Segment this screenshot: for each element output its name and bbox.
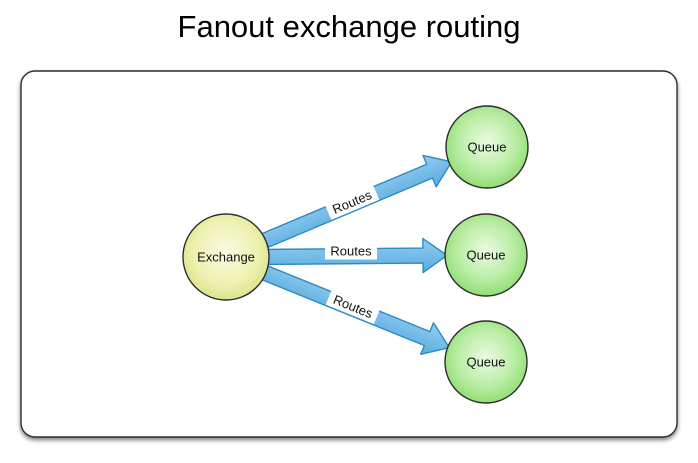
route-label-middle-text: Routes: [330, 244, 372, 259]
exchange-node-label: Exchange: [197, 250, 255, 265]
page-title: Fanout exchange routing: [177, 9, 521, 44]
queue-node-top: Queue: [445, 105, 529, 189]
queue-node-bottom: Queue: [444, 320, 528, 404]
queue-node-middle: Queue: [444, 213, 528, 297]
queue-node-middle-label: Queue: [466, 248, 505, 263]
exchange-node: Exchange: [182, 213, 270, 301]
route-label-middle: Routes: [325, 242, 377, 260]
queue-node-bottom-label: Queue: [466, 355, 505, 370]
queue-node-top-label: Queue: [467, 140, 506, 155]
